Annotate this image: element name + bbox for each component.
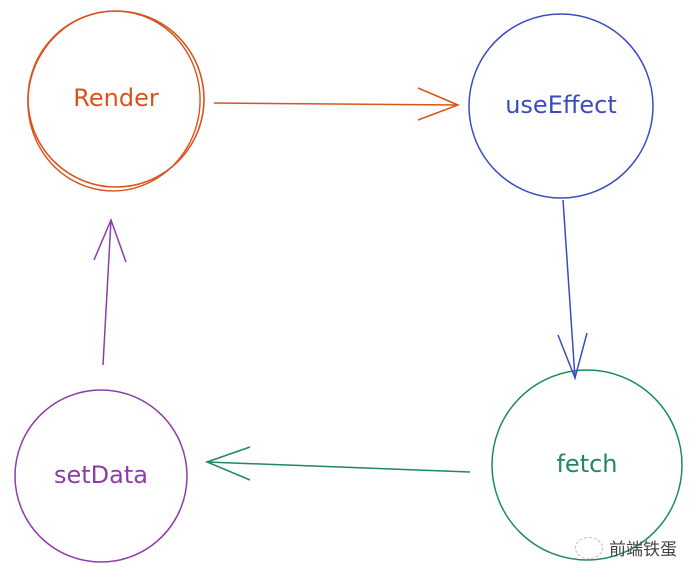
edge-setdata-to-render: [93, 217, 127, 366]
edge-render-to-useeffect: [213, 87, 461, 121]
edge-useeffect-to-fetch: [557, 199, 588, 381]
node-fetch-label: fetch: [556, 450, 617, 478]
node-setdata-label: setData: [54, 461, 148, 489]
edge-fetch-to-setdata: [204, 446, 471, 481]
node-fetch: fetch: [491, 369, 683, 561]
node-render-label: Render: [73, 84, 159, 112]
watermark: 前端铁蛋: [575, 535, 677, 560]
node-useeffect-label: useEffect: [505, 91, 617, 119]
watermark-text: 前端铁蛋: [609, 540, 677, 560]
node-useeffect: useEffect: [468, 13, 654, 199]
node-setdata: setData: [14, 389, 188, 563]
wechat-icon: [575, 536, 603, 559]
node-render: Render: [27, 10, 205, 192]
